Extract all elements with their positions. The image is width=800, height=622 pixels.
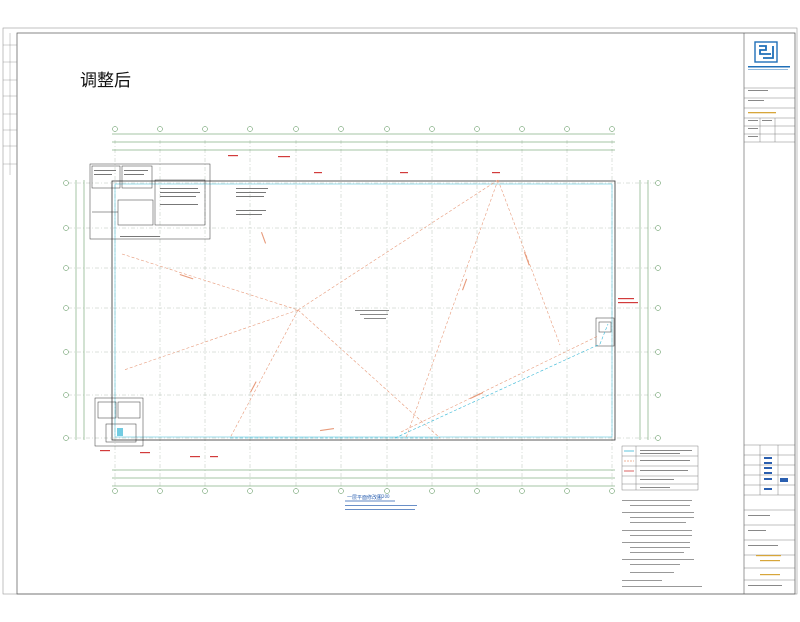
route-labels [179, 231, 530, 432]
plan-scale: 1:200 [378, 494, 390, 499]
room-cluster-lower-left [94, 397, 144, 447]
plan-title: 一层平面修改图 [347, 495, 383, 501]
title-block [744, 41, 795, 586]
dimension-lines [75, 133, 649, 487]
sheet-inner-border [16, 32, 796, 595]
center-note [355, 310, 389, 319]
company-name-line [748, 66, 790, 68]
left-margin-ticks [3, 33, 17, 175]
grid-bubbles [63, 126, 661, 494]
room-cluster-upper-left [89, 163, 211, 240]
legend-table [621, 445, 699, 491]
legend-symbols [624, 450, 692, 488]
room-cluster-notes [94, 170, 268, 237]
evacuation-routes [121, 179, 609, 439]
plan-title-underline [345, 500, 417, 510]
company-logo [754, 41, 778, 63]
sheet-heading: 调整后 [80, 71, 131, 91]
building-outline [111, 180, 616, 441]
red-annotations [100, 155, 638, 458]
design-notes [622, 500, 702, 587]
